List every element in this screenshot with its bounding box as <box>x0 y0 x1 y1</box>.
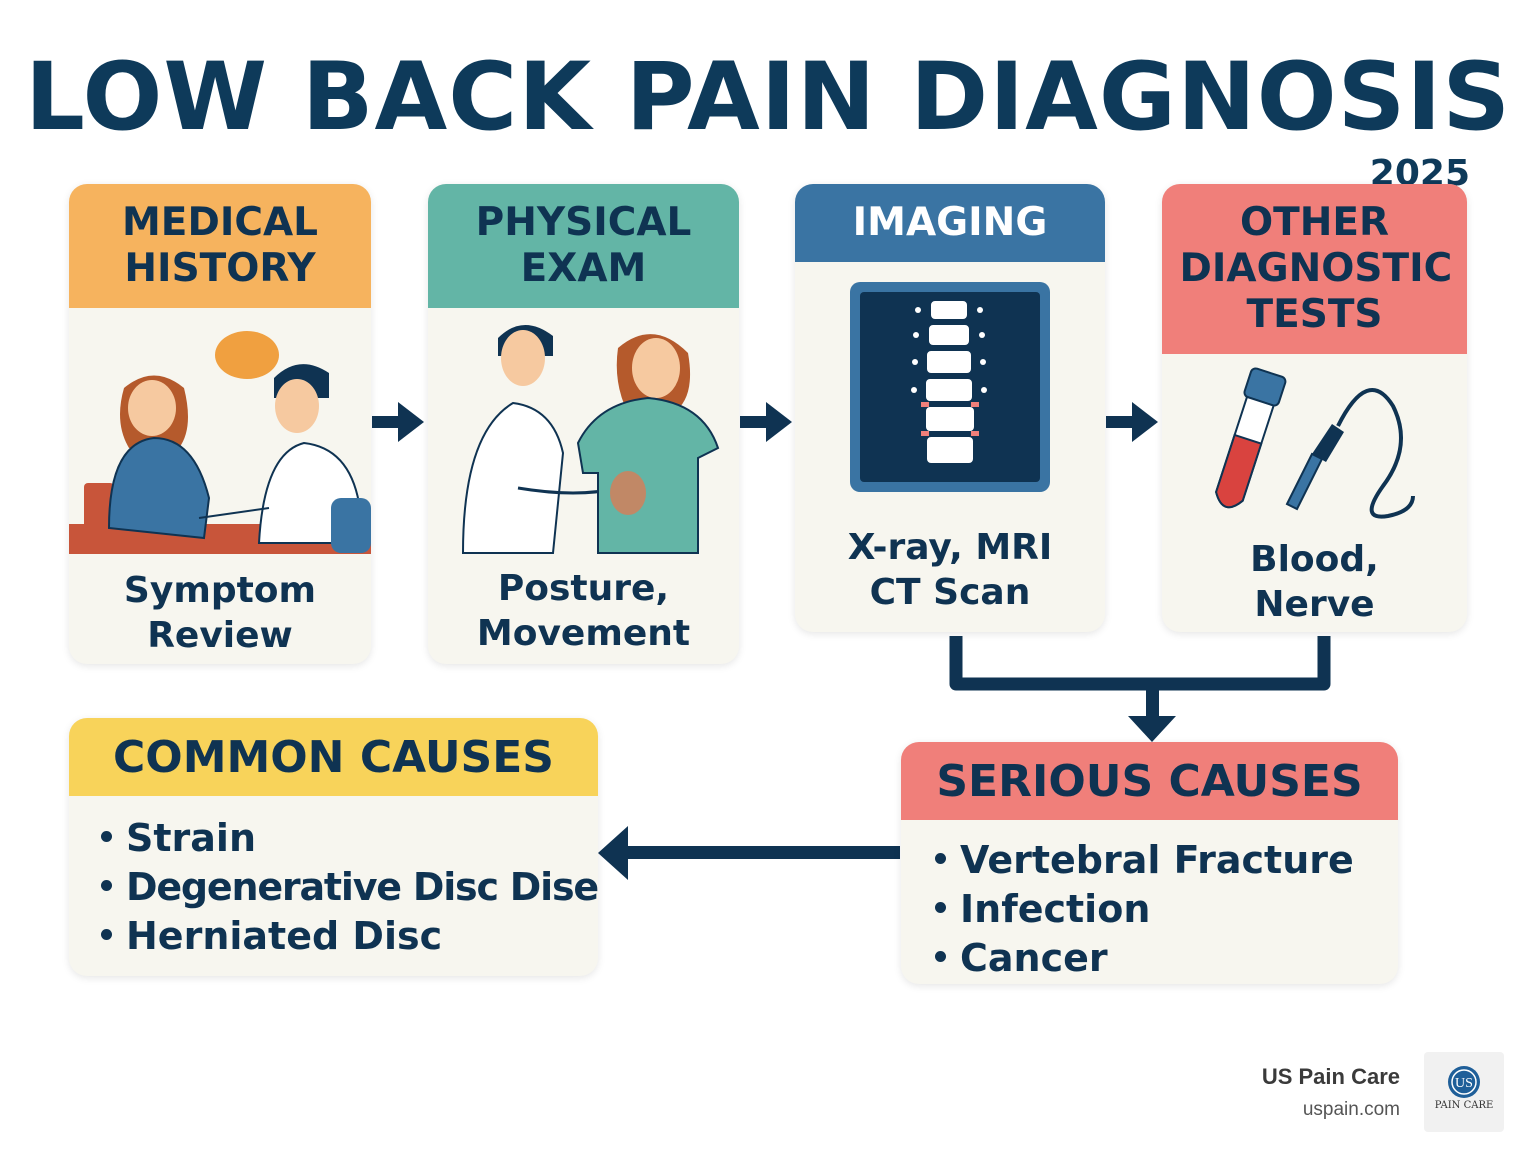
step-heading: IMAGING <box>795 184 1105 262</box>
brand-logo: US PAIN CARE <box>1424 1052 1504 1132</box>
serious-causes-heading: SERIOUS CAUSES <box>901 742 1398 820</box>
common-causes-card: COMMON CAUSES Strain Degenerative Disc D… <box>69 718 598 976</box>
page-title: LOW BACK PAIN DIAGNOSIS <box>24 43 1512 152</box>
physical-exam-illustration-icon <box>461 324 720 554</box>
step-card-other-tests: OTHER DIAGNOSTIC TESTS Blood, Nerve Stud… <box>1162 184 1467 632</box>
step-heading: OTHER DIAGNOSTIC TESTS <box>1162 184 1467 354</box>
arrow-right-icon <box>740 402 792 442</box>
brand-name: US Pain Care <box>1261 1064 1400 1089</box>
step-caption: Blood, Nerve Studies <box>1238 539 1391 632</box>
step-caption: Symptom Review <box>123 570 317 656</box>
logo-text: PAIN CARE <box>1434 1100 1494 1111</box>
svg-text:US: US <box>1455 1076 1473 1091</box>
step-card-physical-exam: PHYSICAL EXAM Posture, Movement <box>428 184 739 664</box>
list-item: Cancer <box>935 934 1398 983</box>
list-item: Infection <box>935 885 1398 934</box>
list-item: Vertebral Fracture <box>935 836 1398 885</box>
step-heading: MEDICAL HISTORY <box>69 184 371 308</box>
arrow-left-icon <box>598 826 628 880</box>
list-item: Strain <box>101 814 598 863</box>
arrow-right-icon <box>372 402 424 442</box>
spine-xray-icon <box>850 282 1050 492</box>
arrow-down-icon <box>1128 716 1176 742</box>
step-heading: PHYSICAL EXAM <box>428 184 739 308</box>
step-card-imaging: IMAGING X-ray, M <box>795 184 1105 632</box>
common-causes-heading: COMMON CAUSES <box>69 718 598 796</box>
merge-connector <box>949 636 1331 691</box>
list-item: Degenerative Disc Disease <box>101 863 598 912</box>
brand-url[interactable]: uspain.com <box>1302 1099 1400 1120</box>
list-item: Herniated Disc <box>101 912 598 961</box>
step-caption: Posture, Movement <box>476 568 691 654</box>
step-card-medical-history: MEDICAL HISTORY Symptom Review <box>69 184 371 664</box>
test-tube-and-electrode-icon <box>1215 367 1415 519</box>
patient-doctor-consultation-icon <box>69 331 371 554</box>
arrow-right-icon <box>1106 402 1158 442</box>
logo-mark-icon: US <box>1448 1066 1480 1098</box>
serious-causes-card: SERIOUS CAUSES Vertebral Fracture Infect… <box>901 742 1398 984</box>
step-caption: X-ray, MRI CT Scan <box>847 527 1053 613</box>
